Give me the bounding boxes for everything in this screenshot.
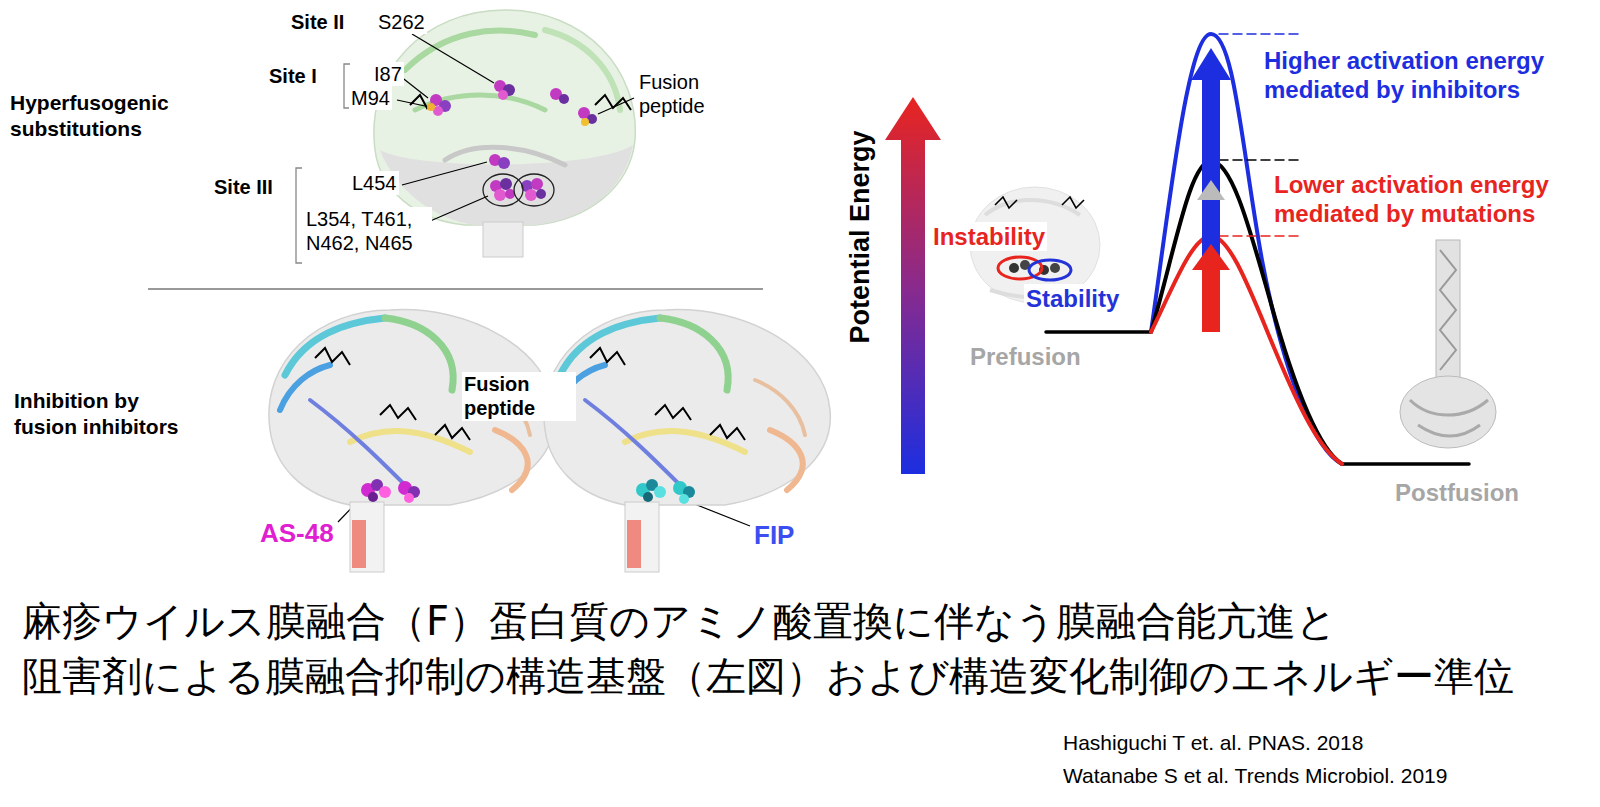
leader-lines <box>412 34 494 83</box>
annotation-text: Higher activation energy mediated by inh… <box>1262 46 1586 105</box>
postfusion-structure <box>1418 425 1480 436</box>
inhibitor-label: AS-48 <box>258 518 336 550</box>
substitution-spheres <box>531 178 543 190</box>
fip-spheres <box>643 492 653 502</box>
residue-label: I87 <box>372 62 404 86</box>
f-protein-structure <box>483 222 523 257</box>
prefusion-structure <box>1009 263 1019 273</box>
energy-curves <box>1219 159 1300 161</box>
residue-label: L454 <box>350 171 399 195</box>
energy-curves <box>1046 330 1151 334</box>
section-label: Inhibition by fusion inhibitors <box>12 388 208 439</box>
substitution-spheres <box>500 178 512 190</box>
prefusion-f-structure <box>544 310 830 572</box>
postfusion-structure <box>1400 240 1496 448</box>
postfusion-structure <box>1410 400 1488 415</box>
substitution-spheres <box>581 118 589 126</box>
substitution-spheres <box>525 189 537 201</box>
section-label: Hyperfusogenic substitutions <box>8 90 202 141</box>
f-protein-structure <box>545 30 620 110</box>
substitution-spheres <box>559 94 569 104</box>
as48-spheres <box>379 486 391 498</box>
axis-label: Potential Energy <box>844 128 877 345</box>
substitution-spheres <box>536 189 546 199</box>
caption: 麻疹ウイルス膜融合（F）蛋白質のアミノ酸置換に伴なう膜融合能亢進と 阻害剤による… <box>22 594 1587 704</box>
leader-lines <box>598 98 634 114</box>
fip-spheres <box>636 479 695 504</box>
site-label: Site I <box>267 64 319 88</box>
site-label: Site III <box>212 175 275 199</box>
substitution-spheres <box>514 174 554 206</box>
energy-curves <box>1219 33 1300 35</box>
potential-energy-arrow <box>885 97 941 474</box>
state-label: Postfusion <box>1393 478 1521 507</box>
activation-arrows <box>1192 244 1230 332</box>
f-protein-structure <box>405 31 535 70</box>
substitution-spheres <box>427 80 597 206</box>
as48-spheres <box>368 492 378 502</box>
postfusion-structure <box>1440 250 1456 370</box>
activation-arrows <box>1191 48 1231 332</box>
state-label: Prefusion <box>968 342 1083 371</box>
separator-line <box>148 288 763 290</box>
activation-arrows <box>1191 48 1231 332</box>
residue-label: L354, T461, N462, N465 <box>304 207 432 256</box>
prefusion-structure <box>1029 260 1071 280</box>
residue-label: M94 <box>349 86 392 110</box>
leader-lines <box>402 162 487 185</box>
residue-label: S262 <box>376 10 427 34</box>
part-label: Fusion peptide <box>462 372 576 421</box>
reference-note: Hashiguchi T et. al. PNAS. 2018 <box>1061 730 1365 756</box>
postfusion-structure <box>1436 240 1460 385</box>
prefusion-structure <box>1050 263 1060 273</box>
as48-spheres <box>404 493 414 503</box>
as48-spheres <box>361 479 420 503</box>
energy-curves <box>1219 235 1300 237</box>
f-protein-structure <box>374 10 635 225</box>
fip-spheres <box>679 494 689 504</box>
leader-lines <box>397 100 425 106</box>
substitution-spheres <box>494 189 506 201</box>
substitution-spheres <box>483 174 523 206</box>
state-label: Instability <box>931 222 1047 251</box>
inhibitor-label: FIP <box>752 520 796 552</box>
activation-arrows <box>1197 180 1225 200</box>
site-label: Site II <box>289 10 346 34</box>
site-brackets <box>296 168 302 263</box>
leader-lines <box>400 76 428 98</box>
prefusion-structure <box>995 197 1017 208</box>
leader-lines <box>692 503 750 526</box>
reference-note: Watanabe S et al. Trends Microbiol. 2019 <box>1061 763 1449 789</box>
energy-curves <box>1342 462 1469 466</box>
substitution-spheres <box>498 157 510 169</box>
prefusion-structure <box>1062 197 1084 208</box>
f-protein-structure <box>415 95 545 110</box>
postfusion-structure <box>1400 376 1496 448</box>
leader-lines <box>428 196 488 222</box>
substitution-spheres <box>427 103 435 111</box>
substitution-spheres <box>498 90 508 100</box>
annotation-text: Lower activation energy mediated by muta… <box>1272 170 1596 229</box>
energy-curves <box>1151 236 1342 464</box>
fip-spheres <box>654 486 666 498</box>
part-label: Fusion peptide <box>637 70 746 119</box>
state-label: Stability <box>1024 284 1121 313</box>
